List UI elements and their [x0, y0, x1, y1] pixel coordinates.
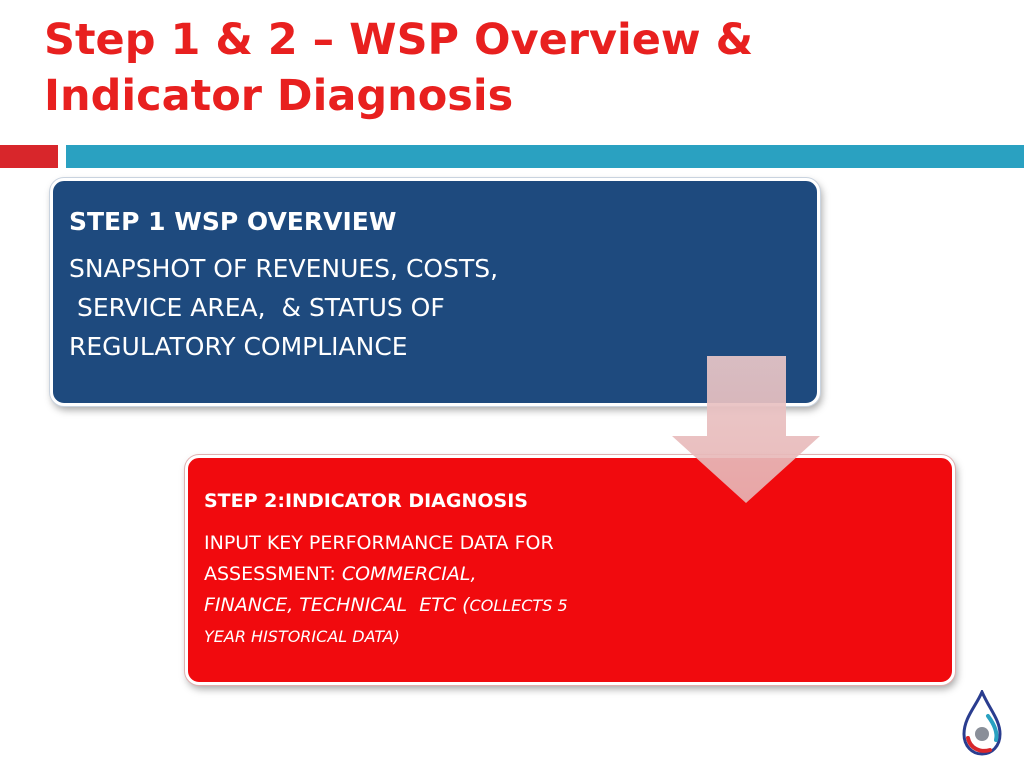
step1-heading: STEP 1 WSP OVERVIEW — [69, 207, 397, 236]
step2-finance-text: FINANCE, TECHNICAL ETC ( — [204, 594, 470, 616]
step2-body-line-3: FINANCE, TECHNICAL ETC (COLLECTS 5 — [204, 590, 936, 621]
step1-body-line-3: REGULATORY COMPLIANCE — [69, 332, 408, 361]
step1-body-line-2: SERVICE AREA, & STATUS OF — [69, 293, 445, 322]
step1-box: STEP 1 WSP OVERVIEW SNAPSHOT OF REVENUES… — [50, 178, 820, 406]
step2-body-line-4: YEAR HISTORICAL DATA) — [204, 627, 400, 646]
step2-commercial-text: COMMERCIAL, — [341, 563, 477, 585]
step2-body-line-1: INPUT KEY PERFORMANCE DATA FOR — [204, 532, 554, 554]
page-title: Step 1 & 2 – WSP Overview & Indicator Di… — [44, 12, 944, 124]
step2-heading: STEP 2:INDICATOR DIAGNOSIS — [204, 490, 528, 512]
down-arrow-icon — [672, 356, 820, 503]
water-drop-logo-icon — [962, 690, 1002, 756]
header-rule-blue — [66, 145, 1024, 168]
step2-collects-text: COLLECTS 5 — [469, 596, 568, 615]
step1-body: SNAPSHOT OF REVENUES, COSTS, SERVICE ARE… — [69, 249, 801, 366]
step2-assessment-label: ASSESSMENT: — [204, 563, 342, 585]
step1-body-line-1: SNAPSHOT OF REVENUES, COSTS, — [69, 254, 499, 283]
step2-body-line-2: ASSESSMENT: COMMERCIAL, — [204, 559, 936, 590]
step2-box: STEP 2:INDICATOR DIAGNOSIS INPUT KEY PER… — [185, 455, 955, 685]
title-line-2: Indicator Diagnosis — [44, 71, 514, 121]
header-rule-red — [0, 145, 58, 168]
step2-body: INPUT KEY PERFORMANCE DATA FOR ASSESSMEN… — [204, 528, 936, 652]
title-line-1: Step 1 & 2 – WSP Overview & — [44, 15, 754, 65]
